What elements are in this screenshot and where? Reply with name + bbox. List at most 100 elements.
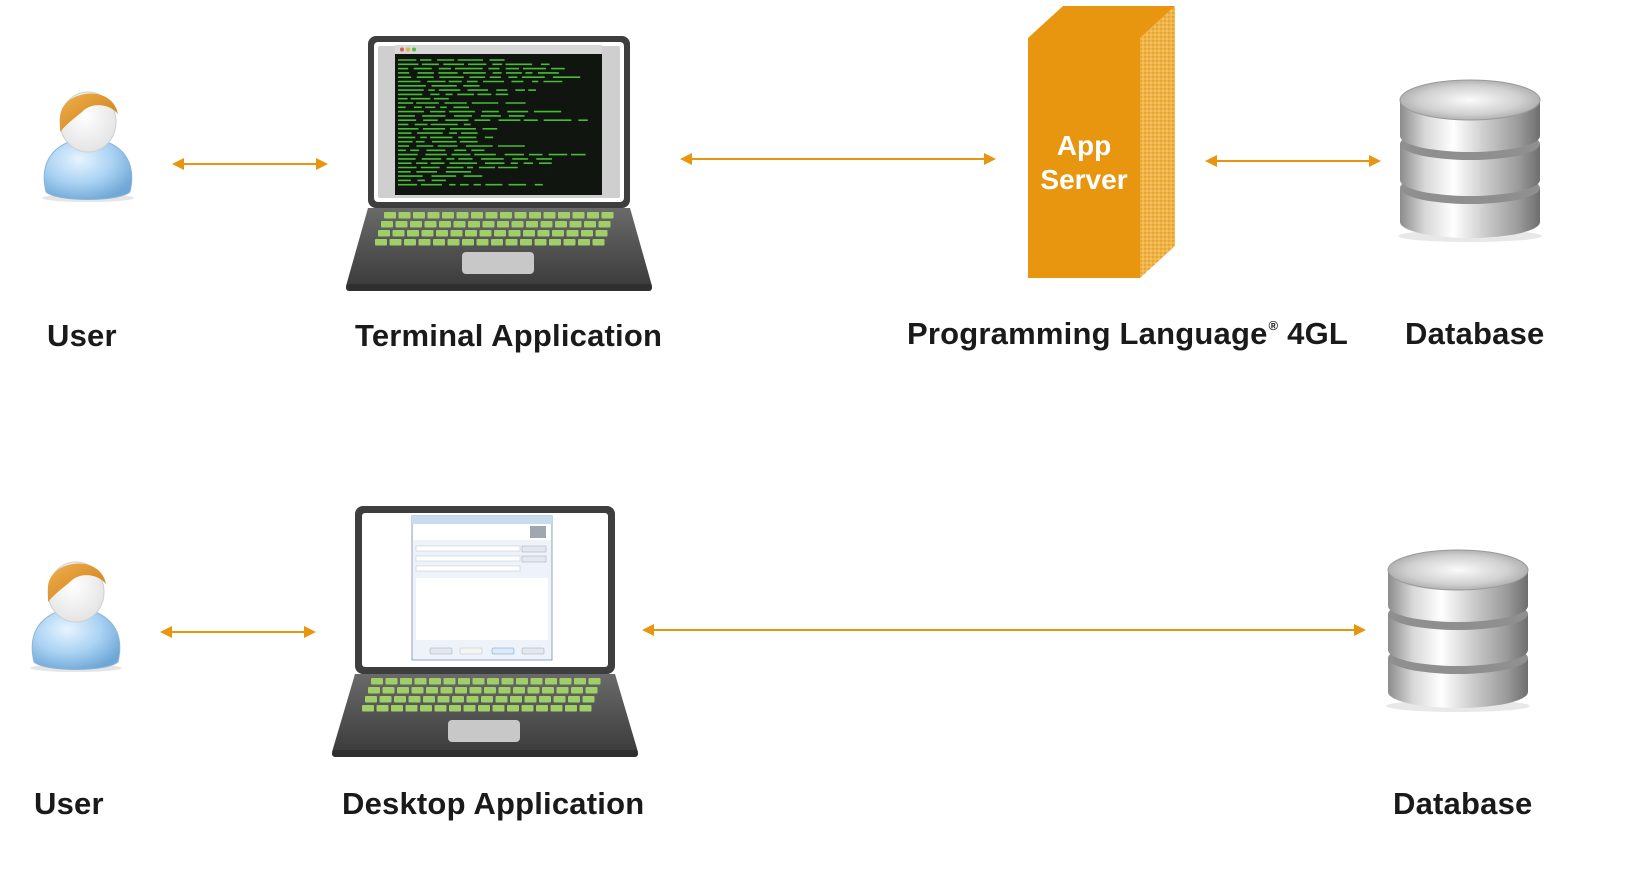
keyboard-key — [571, 687, 583, 694]
keyboard-key — [413, 212, 425, 219]
keyboard-key — [440, 687, 453, 694]
keyboard-key — [414, 678, 427, 685]
keyboard-key — [549, 239, 561, 246]
keyboard-key — [513, 687, 525, 694]
keyboard-key — [497, 221, 509, 228]
laptop-icon — [346, 36, 652, 291]
keyboard-key — [516, 678, 528, 685]
keyboard-key — [563, 239, 576, 246]
keyboard-key — [395, 221, 408, 228]
keyboard-key — [368, 687, 380, 694]
double-arrow-icon — [680, 153, 996, 165]
keyboard-key — [584, 221, 596, 228]
keyboard-key — [511, 221, 524, 228]
keyboard-key — [407, 230, 419, 237]
keyboard-key — [468, 221, 480, 228]
keyboard-key — [526, 221, 538, 228]
keyboard-key — [578, 239, 590, 246]
keyboard-key — [471, 212, 483, 219]
keyboard-key — [545, 678, 557, 685]
keyboard-key — [453, 221, 466, 228]
keyboard-key — [534, 239, 547, 246]
keyboard-key — [485, 212, 498, 219]
keyboard-key — [452, 696, 464, 703]
double-arrow-icon — [172, 158, 328, 170]
keyboard-key — [484, 687, 496, 694]
terminal-application-label: Terminal Application — [355, 318, 663, 353]
keyboard-key — [381, 221, 393, 228]
keyboard-key — [572, 212, 585, 219]
keyboard-key — [385, 678, 398, 685]
keyboard-key — [508, 230, 521, 237]
keyboard-key — [469, 687, 482, 694]
keyboard-key — [558, 212, 570, 219]
keyboard-key — [514, 212, 527, 219]
keyboard-key — [520, 239, 532, 246]
keyboard-key — [371, 678, 383, 685]
keyboard-key — [439, 221, 451, 228]
keyboard-key — [392, 230, 405, 237]
database-label-top: Database — [1405, 316, 1545, 351]
desktop-application-label: Desktop Application — [342, 786, 645, 821]
keyboard-key — [556, 687, 569, 694]
keyboard-key — [423, 696, 435, 703]
keyboard-key — [539, 696, 551, 703]
keyboard-key — [568, 696, 580, 703]
keyboard-key — [507, 705, 519, 712]
keyboard-key — [498, 687, 511, 694]
keyboard-key — [437, 696, 450, 703]
keyboard-key — [521, 705, 534, 712]
keyboard-key — [450, 230, 463, 237]
keyboard-key — [559, 678, 572, 685]
keyboard-key — [462, 239, 474, 246]
app-server-icon: App Server — [1028, 6, 1175, 278]
keyboard-key — [585, 687, 598, 694]
keyboard-key — [524, 696, 537, 703]
keyboard-key — [592, 239, 605, 246]
keyboard-key — [398, 212, 411, 219]
keyboard-key — [581, 230, 593, 237]
database-icon — [1398, 79, 1542, 242]
keyboard-key — [379, 696, 392, 703]
keyboard-key — [429, 678, 441, 685]
keyboard-key — [523, 230, 535, 237]
keyboard-key — [550, 705, 563, 712]
keyboard-key — [365, 696, 377, 703]
keyboard-key — [588, 678, 601, 685]
terminal-window — [395, 45, 602, 195]
app-server-label-line1: App — [1057, 130, 1111, 161]
keyboard-key — [420, 705, 432, 712]
keyboard-key — [411, 687, 424, 694]
keyboard-key — [405, 705, 418, 712]
double-arrow-icon — [160, 626, 316, 638]
keyboard-key — [543, 212, 556, 219]
keyboard-key — [479, 230, 492, 237]
keyboard-key — [449, 705, 461, 712]
keyboard-key — [375, 239, 387, 246]
keyboard-key — [436, 230, 448, 237]
keyboard-key — [527, 687, 540, 694]
keyboard-key — [569, 221, 582, 228]
keyboard-key — [427, 212, 440, 219]
keyboard-key — [574, 678, 586, 685]
keyboard-key — [397, 687, 409, 694]
keyboard-key — [478, 705, 490, 712]
keyboard-key — [394, 696, 406, 703]
desktop-app-window — [411, 515, 553, 661]
keyboard-key — [391, 705, 403, 712]
keyboard-key — [434, 705, 447, 712]
keyboard-key — [487, 678, 499, 685]
keyboard-key — [400, 678, 412, 685]
keyboard-key — [472, 678, 485, 685]
keyboard-key — [492, 705, 505, 712]
keyboard-key — [463, 705, 476, 712]
keyboard-key — [501, 678, 514, 685]
laptop-icon — [332, 506, 638, 757]
keyboard-key — [382, 687, 395, 694]
keyboard-key — [458, 678, 470, 685]
keyboard-key — [408, 696, 421, 703]
keyboard-key — [510, 696, 522, 703]
keyboard-key — [421, 230, 434, 237]
keyboard-key — [542, 687, 554, 694]
